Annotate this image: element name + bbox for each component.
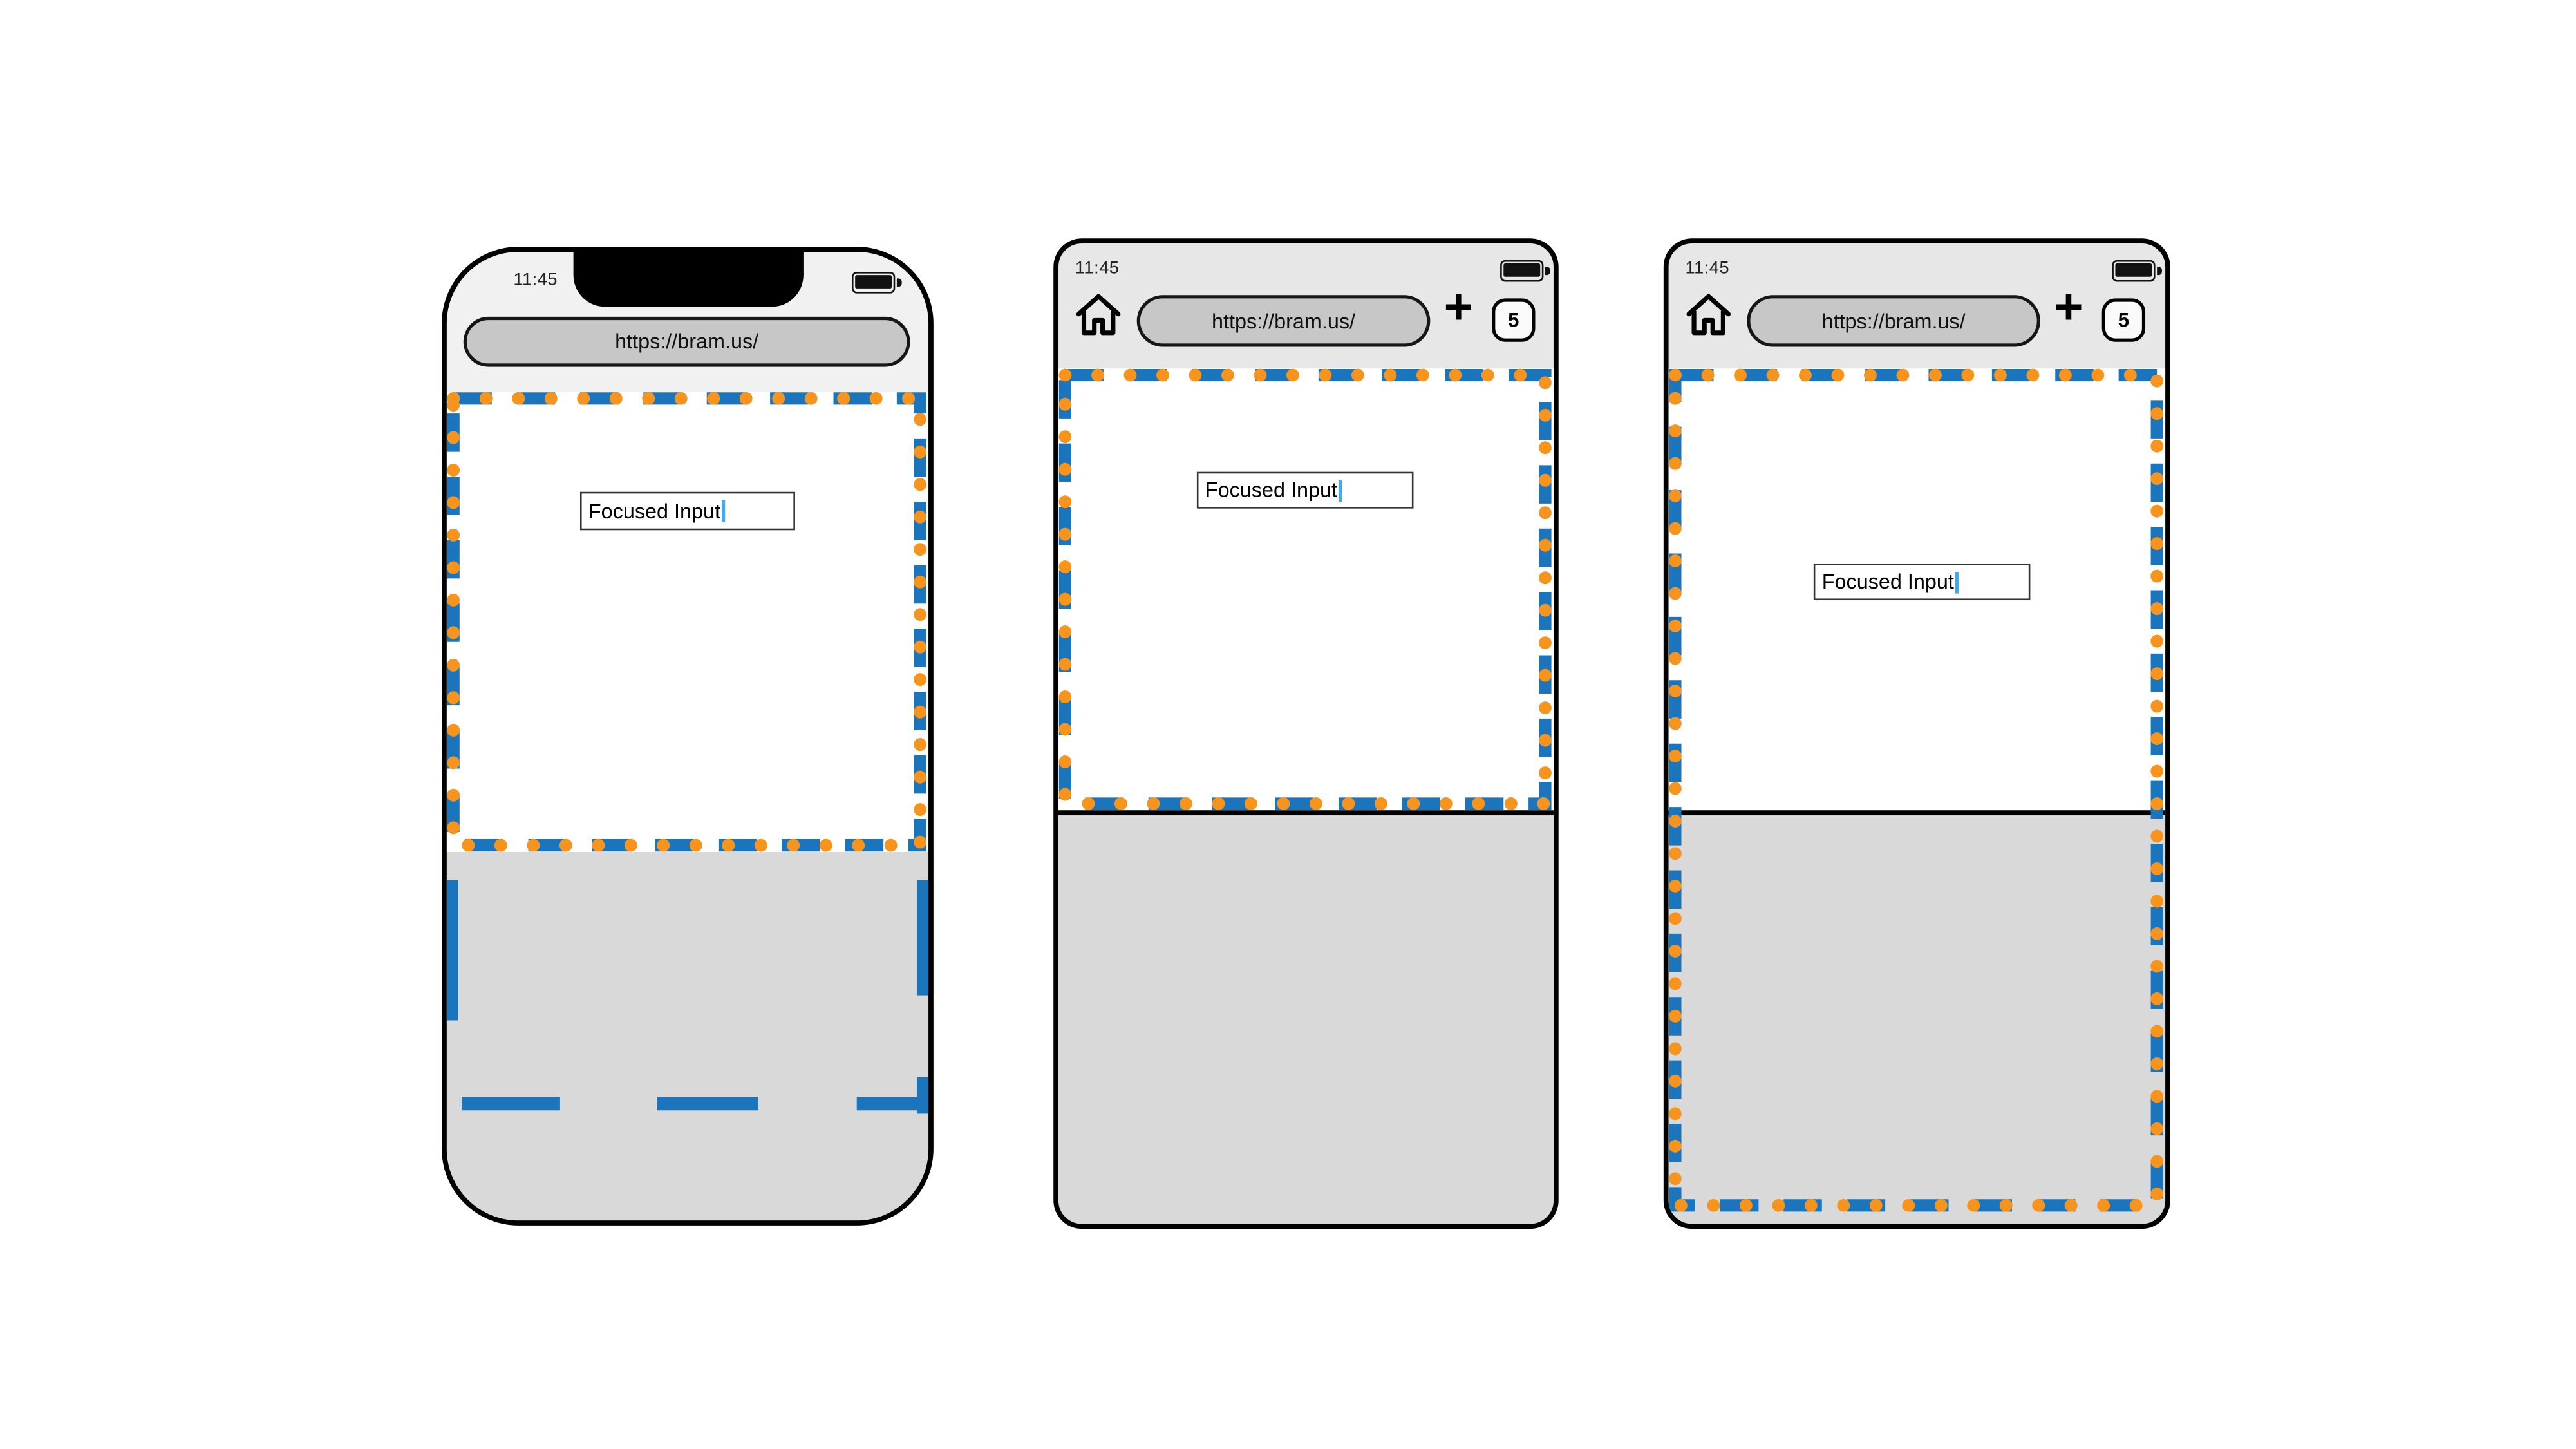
status-time: 11:45	[1685, 258, 1730, 279]
notch	[572, 251, 803, 307]
focused-input[interactable]: Focused Input	[1813, 564, 2031, 601]
home-icon[interactable]	[1073, 290, 1123, 340]
url-text: https://bram.us/	[615, 330, 759, 354]
text-cursor	[1955, 571, 1959, 593]
phone-mockup-android-overlay: 11:45 https://bram.us/ + 5 Focused Input	[1663, 238, 2170, 1229]
page-viewport	[1058, 368, 1554, 811]
phone-mockup-android-resize: 11:45 https://bram.us/ + 5 Focused Input	[1053, 238, 1559, 1229]
focused-input[interactable]: Focused Input	[1196, 471, 1414, 509]
tab-count: 5	[1508, 308, 1519, 332]
url-text: https://bram.us/	[1212, 309, 1356, 333]
status-time: 11:45	[1075, 258, 1120, 279]
page-viewport	[446, 392, 929, 852]
focused-input[interactable]: Focused Input	[579, 491, 795, 531]
focused-input-value: Focused Input	[1205, 478, 1337, 502]
virtual-keyboard-area	[446, 851, 929, 1221]
virtual-keyboard-area	[1668, 810, 2166, 1224]
text-cursor	[722, 500, 726, 522]
virtual-keyboard-area	[1058, 810, 1554, 1224]
layout-viewport-border-fragment	[446, 880, 458, 1021]
phone-mockup-ios: 11:45 https://bram.us/ Focused Input	[442, 247, 934, 1226]
new-tab-button[interactable]: +	[2054, 279, 2083, 336]
url-bar[interactable]: https://bram.us/	[463, 316, 910, 367]
battery-icon	[2112, 260, 2162, 281]
layout-viewport-border-fragment	[657, 1097, 758, 1111]
focused-input-value: Focused Input	[588, 499, 721, 523]
layout-viewport-border-fragment	[462, 1097, 560, 1111]
new-tab-button[interactable]: +	[1443, 279, 1474, 336]
layout-viewport-border-fragment	[856, 1097, 927, 1111]
tab-counter[interactable]: 5	[1492, 298, 1536, 342]
status-time: 11:45	[513, 270, 558, 290]
layout-viewport-border-fragment	[916, 880, 929, 996]
url-bar[interactable]: https://bram.us/	[1747, 295, 2040, 347]
tab-counter[interactable]: 5	[2101, 298, 2146, 342]
focused-input-value: Focused Input	[1821, 570, 1954, 594]
battery-icon	[1500, 260, 1550, 281]
tab-count: 5	[2118, 308, 2130, 332]
battery-icon	[851, 272, 902, 293]
text-cursor	[1339, 479, 1342, 501]
url-bar[interactable]: https://bram.us/	[1136, 295, 1431, 347]
home-icon[interactable]	[1684, 290, 1734, 340]
url-text: https://bram.us/	[1821, 309, 1966, 333]
